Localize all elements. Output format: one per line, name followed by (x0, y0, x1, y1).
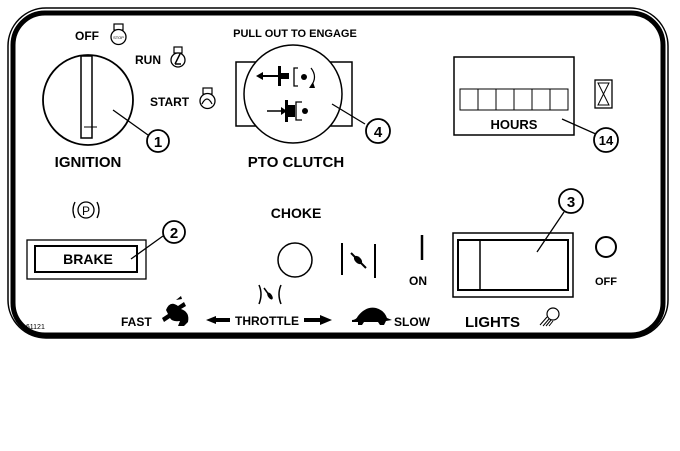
ignition-callout-leader (112, 109, 149, 136)
parking-brake-icon: P (72, 201, 100, 219)
engine-run-icon (170, 46, 186, 68)
lights-off-label: OFF (595, 276, 617, 288)
ignition-title: IGNITION (55, 154, 122, 171)
pto-instruction: PULL OUT TO ENGAGE (233, 28, 357, 40)
lights-callout-leader (536, 211, 565, 253)
hourglass-icon (594, 79, 613, 109)
rabbit-icon (162, 296, 189, 326)
hour-meter (453, 56, 575, 136)
throttle-choke-knob[interactable] (277, 242, 313, 278)
hour-meter-title: HOURS (491, 117, 538, 132)
svg-text:STOP: STOP (113, 35, 124, 40)
hour-meter-callout: 14 (593, 127, 619, 153)
hour-meter-digit (531, 88, 551, 111)
brake-callout: 2 (162, 220, 186, 244)
lights-switch[interactable] (452, 232, 574, 298)
choke-title: CHOKE (271, 205, 322, 221)
part-number: 161121 (22, 324, 45, 331)
svg-text:1: 1 (154, 134, 162, 151)
engine-stop-icon: STOP (110, 23, 127, 46)
ignition-callout: 1 (146, 129, 170, 153)
pto-callout: 4 (365, 118, 391, 144)
throttle-title: THROTTLE (235, 314, 299, 328)
throttle-valve-icon (258, 284, 282, 305)
ignition-off-label: OFF (75, 29, 99, 43)
throttle-slow-label: SLOW (394, 315, 431, 329)
lights-callout: 3 (558, 188, 584, 214)
lights-off-indicator (595, 236, 617, 258)
brake-callout-leader (130, 235, 164, 260)
choke-on-label: ON (409, 274, 427, 288)
svg-text:3: 3 (567, 194, 575, 211)
pto-title: PTO CLUTCH (248, 154, 344, 171)
turtle-icon (352, 307, 392, 325)
svg-text:14: 14 (599, 133, 614, 148)
svg-text:2: 2 (170, 225, 178, 242)
svg-text:P: P (82, 204, 90, 218)
brake-switch[interactable]: BRAKE (26, 239, 147, 280)
choke-valve-icon (341, 243, 376, 278)
ignition-run-label: RUN (135, 53, 161, 67)
brake-label: BRAKE (63, 251, 113, 267)
hour-meter-digits (459, 88, 569, 111)
hour-meter-callout-leader (561, 118, 599, 136)
panel-frame (7, 7, 669, 339)
pto-callout-leader (331, 103, 366, 125)
pto-disengage-icon (256, 66, 316, 88)
svg-text:4: 4 (374, 124, 383, 141)
hour-meter-digit (513, 88, 533, 111)
engine-start-icon (199, 87, 216, 110)
pto-clutch-knob[interactable] (235, 44, 353, 144)
hour-meter-digit (459, 88, 479, 111)
headlight-icon (539, 307, 560, 327)
lights-title: LIGHTS (465, 314, 520, 331)
throttle-slow-arrow (206, 316, 230, 324)
ignition-start-label: START (150, 95, 190, 109)
throttle-fast-label: FAST (121, 315, 152, 329)
ignition-switch[interactable] (42, 54, 134, 146)
hour-meter-digit (495, 88, 515, 111)
hour-meter-digit (477, 88, 497, 111)
throttle-fast-arrow (304, 315, 332, 325)
hour-meter-digit (549, 88, 569, 111)
pto-engage-icon (267, 100, 308, 122)
